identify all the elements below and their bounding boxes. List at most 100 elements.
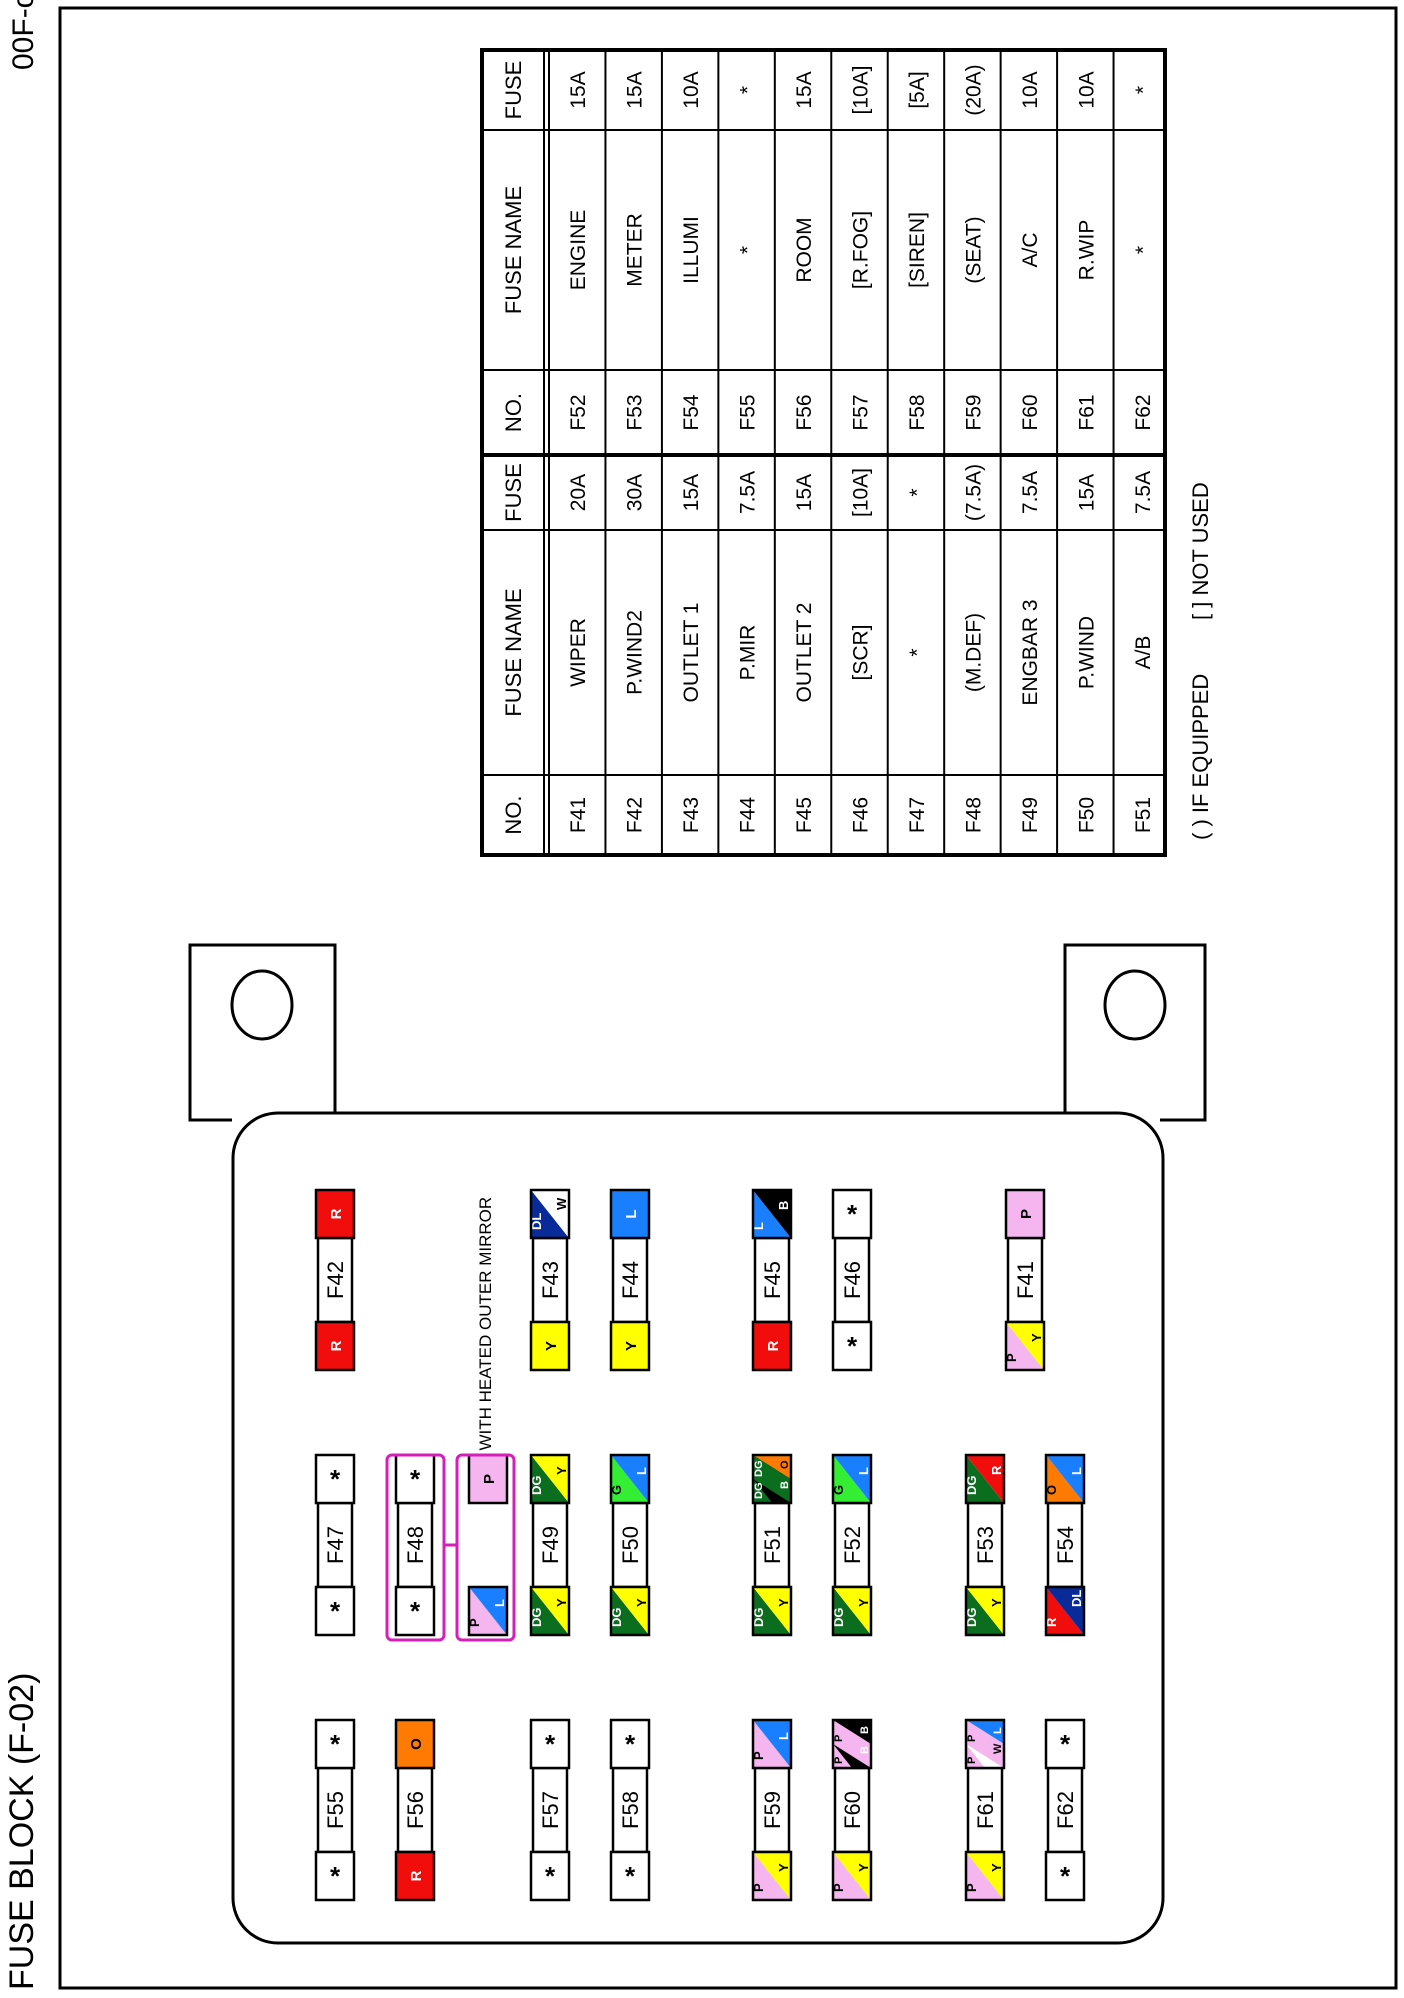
svg-text:Y: Y [543,1341,560,1351]
table-cell-name: * [906,648,929,656]
table-header-no: NO. [501,795,526,834]
fuse-layout: F55**F56ROF57**F58**F59PYPLF60PYPBPBF61P… [314,1188,1086,1902]
svg-text:DG: DG [529,1476,544,1496]
table-cell-fuse: 7.5A [1132,471,1155,514]
fuse-f46: F46** [831,1188,873,1372]
fuse-wire-right: P [1004,1188,1046,1240]
svg-text:L: L [634,1467,649,1475]
table-cell-fuse: 15A [1075,474,1098,511]
fuse-wire-left: PY [751,1850,793,1902]
svg-text:*: * [1060,1729,1071,1759]
table-cell-no: F51 [1132,797,1155,833]
fuse-label: F55 [323,1791,348,1829]
fuse-wire-right: L [609,1188,651,1240]
heated-mirror-note: : WITH HEATED OUTER MIRROR [476,1197,495,1460]
fuse-wire-left: * [831,1320,873,1372]
fuse-f55: F55 * * [314,1718,356,1902]
svg-text:R: R [408,1870,425,1881]
diagram-title: FUSE BLOCK (F-02) [3,1673,41,1990]
fuse-wire-right: PL [751,1718,793,1770]
table-cell-fuse: 10A [680,71,703,108]
svg-text:P: P [833,1735,845,1742]
fuse-f48: F48** [394,1453,436,1637]
table-cell-name: (M.DEF) [962,613,985,692]
svg-text:DG: DG [609,1608,624,1628]
fuse-wire-left: DG Y [529,1585,571,1637]
fuse-label: F47 [323,1526,348,1564]
fuse-wire-right: DGR [964,1453,1006,1505]
svg-text:*: * [330,1464,341,1494]
svg-text:P: P [964,1883,979,1892]
svg-text:P: P [831,1883,846,1892]
svg-text:DG: DG [964,1476,979,1496]
fuse-f57: F57 * * [529,1718,571,1902]
table-cell-no: F62 [1132,394,1155,430]
svg-text:Y: Y [856,1863,871,1872]
table-cell-no: F47 [906,797,929,833]
svg-text:L: L [992,1727,1004,1734]
svg-text:Y: Y [554,1598,569,1607]
table-cell-name: R.WIP [1075,220,1098,281]
svg-text:G: G [831,1485,846,1495]
alt-wire-left: PL [467,1585,509,1637]
table-cell-fuse: 10A [1075,71,1098,108]
fuse-wire-left: PY [964,1850,1006,1902]
svg-text:DG: DG [831,1608,846,1628]
table-cell-no: F59 [962,394,985,430]
svg-text:*: * [545,1861,556,1891]
table-cell-no: F61 [1075,394,1098,430]
svg-text:Y: Y [776,1863,791,1872]
svg-text:Y: Y [634,1598,649,1607]
fuse-wire-right: * [314,1453,356,1505]
fuse-wire-right: GL [831,1453,873,1505]
table-cell-no: F45 [793,797,816,833]
svg-text:P: P [1004,1353,1019,1362]
fuse-wire-left: DGY [964,1585,1006,1637]
table-cell-no: F50 [1075,797,1098,833]
svg-text:W: W [554,1197,569,1210]
fuse-label: F62 [1053,1791,1078,1829]
fuse-wire-left: PY [831,1850,873,1902]
svg-text:P: P [751,1751,766,1760]
fuse-label: F42 [323,1261,348,1299]
svg-text:R: R [328,1208,345,1219]
fuse-label: F41 [1013,1261,1038,1299]
svg-text:P: P [966,1757,978,1764]
heated-mirror-highlight [385,1453,516,1642]
fuse-wire-left: DGY [831,1585,873,1637]
table-cell-name: A/B [1132,636,1155,670]
svg-text:*: * [330,1861,341,1891]
svg-text:*: * [545,1729,556,1759]
page-border [58,6,1398,1990]
table-cell-no: F49 [1019,797,1042,833]
table-cell-name: ENGINE [567,210,590,291]
svg-text:P: P [481,1474,498,1484]
svg-text:*: * [410,1596,421,1626]
table-cell-name: P.WIND2 [624,610,647,695]
table-cell-fuse: 15A [680,474,703,511]
fuse-wire-left: RDL [1044,1585,1086,1637]
fuse-wire-right: * [1044,1718,1086,1770]
svg-text:P: P [467,1618,482,1627]
svg-text:L: L [492,1599,507,1607]
table-header-fuse: FUSE [501,463,526,522]
svg-text:P: P [966,1735,978,1742]
svg-text:DG: DG [529,1608,544,1628]
fuse-wire-left: PY [1004,1320,1046,1372]
fuse-label: F57 [538,1791,563,1829]
table-cell-fuse: [10A] [850,65,873,114]
svg-text:DL: DL [529,1213,544,1230]
table-header-name: FUSE NAME [501,186,526,314]
table-cell-name: A/C [1019,232,1042,267]
fuse-wire-right: * [529,1718,571,1770]
fuse-block-outline [188,943,1207,1945]
svg-text:*: * [330,1729,341,1759]
fuse-label: F53 [973,1526,998,1564]
table-cell-name: OUTLET 2 [793,603,816,703]
